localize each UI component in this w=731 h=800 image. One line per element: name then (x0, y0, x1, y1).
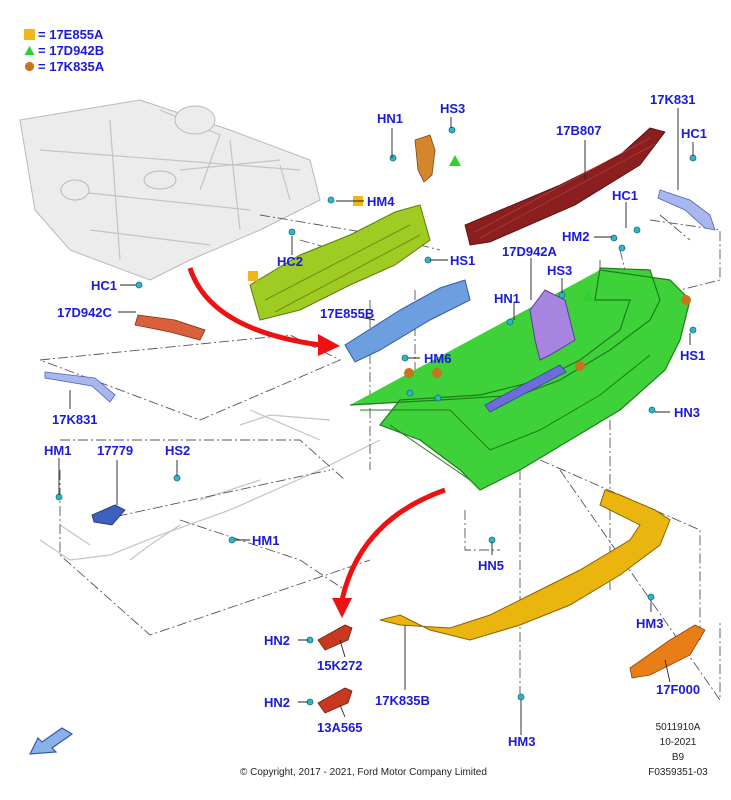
callout-17d942c: 17D942C (57, 305, 113, 320)
circle-marker-icon (681, 295, 691, 305)
callout-hs1-mid: HS1 (450, 253, 475, 268)
callout-hn2-a: HN2 (264, 633, 290, 648)
fasteners (55, 126, 697, 706)
callout-hm2: HM2 (562, 229, 589, 244)
trim-strip-left-17K831 (44, 371, 116, 403)
isolator-bracket-17E855B (344, 279, 471, 363)
callout-17k831-right: 17K831 (650, 92, 696, 107)
assembly-arrow-lower (332, 487, 446, 618)
callout-17f000: 17F000 (656, 682, 700, 697)
callout-hc1-mid: HC1 (612, 188, 638, 203)
copyright-text: © Copyright, 2017 - 2021, Ford Motor Com… (240, 767, 487, 778)
triangle-marker-icon (582, 290, 594, 301)
callout-hm1-low: HM1 (252, 533, 279, 548)
circle-marker-icon (404, 368, 414, 378)
callout-hm6: HM6 (424, 351, 451, 366)
reinforcement-bar (484, 364, 567, 413)
ref-code-1: 5011910A (655, 722, 701, 733)
assembly-arrow-upper (187, 267, 340, 356)
upper-energy-absorber (249, 204, 431, 321)
back-arrow-icon (28, 727, 74, 755)
ref-code-3: B9 (671, 752, 685, 763)
legend-equals: = (38, 42, 50, 58)
legend-equals: = (38, 26, 50, 42)
callout-hc1-left: HC1 (91, 278, 117, 293)
callout-17k831-left: 17K831 (52, 412, 98, 427)
legend-item-circle: = 17K835A (24, 58, 104, 74)
callout-13a565: 13A565 (317, 720, 363, 735)
ref-code-2: 10-2021 (659, 737, 697, 748)
callout-17k835b: 17K835B (375, 693, 430, 708)
callout-17e855b: 17E855B (320, 306, 374, 321)
callout-hn1-mid: HN1 (494, 291, 520, 306)
bracket-15K272 (317, 624, 353, 651)
square-marker-icon (248, 271, 258, 281)
callout-hn1-top: HN1 (377, 111, 403, 126)
lower-valance-17K835B (379, 489, 671, 641)
legend-equals: = (38, 58, 50, 74)
callout-15k272: 15K272 (317, 658, 363, 673)
callout-hc1-right: HC1 (681, 126, 707, 141)
legend-label: 17E855A (49, 26, 104, 42)
circle-marker-icon (575, 361, 585, 371)
triangle-marker-icon (24, 45, 35, 55)
bracket-top-orange (414, 134, 436, 183)
triangle-marker-icon (449, 155, 461, 166)
callout-17779: 17779 (97, 443, 133, 458)
callout-hs2: HS2 (165, 443, 190, 458)
callout-hs1-right: HS1 (680, 348, 705, 363)
legend-label: 17D942B (49, 42, 105, 58)
label-leaders (58, 108, 694, 735)
bracket-17D942A (529, 289, 576, 361)
callout-17d942a: 17D942A (502, 244, 558, 259)
legend-item-square: = 17E855A (24, 26, 103, 42)
chassis-frame (19, 99, 321, 281)
legend-label: 17K835A (49, 58, 105, 74)
sensor-bracket-17779 (91, 504, 126, 526)
circle-marker-icon (432, 368, 442, 378)
bracket-13A565 (317, 687, 353, 714)
callout-hm3-bottom: HM3 (508, 734, 535, 749)
callout-hs3-mid: HS3 (547, 263, 572, 278)
ref-code-4: F0359351-03 (648, 767, 708, 778)
square-marker-icon (24, 28, 35, 40)
callout-hn2-b: HN2 (264, 695, 290, 710)
callout-hn3-right: HN3 (674, 405, 700, 420)
back-arrow-button[interactable] (28, 726, 76, 756)
step-pad-17B807 (464, 127, 666, 246)
callout-hm3-right: HM3 (636, 616, 663, 631)
bracket-17D942C (134, 314, 206, 341)
bumper-cover (349, 267, 691, 491)
reflector-17F000 (629, 624, 706, 679)
trim-strip-right-17K831 (657, 189, 716, 231)
circle-marker-icon (24, 61, 35, 71)
legend-item-triangle: = 17D942B (24, 42, 104, 58)
callout-hc2: HC2 (277, 254, 303, 269)
callout-hs3-top: HS3 (440, 101, 465, 116)
wiring-harness (39, 409, 381, 561)
callout-hm4: HM4 (367, 194, 395, 209)
callout-hm1-left: HM1 (44, 443, 71, 458)
callout-hn5: HN5 (478, 558, 504, 573)
callout-17b807: 17B807 (556, 123, 602, 138)
